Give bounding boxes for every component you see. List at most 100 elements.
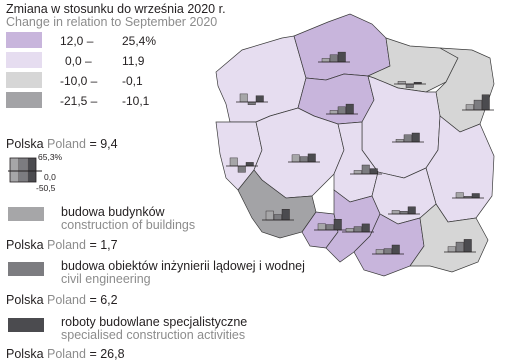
bar-group-lodzkie <box>350 164 382 175</box>
poland-total-pl: Polska <box>6 137 44 151</box>
bar-malopolskie-2 <box>391 244 400 255</box>
bar-group-dolnoslaskie <box>262 208 294 221</box>
class-swatch-1 <box>6 32 42 48</box>
bar-lodzkie-0 <box>353 170 362 175</box>
bar-zachodniopomorskie-0 <box>239 93 248 103</box>
bar-podkarpackie-2 <box>463 239 472 253</box>
series-total-buildings-pl: Polska <box>6 238 44 252</box>
bar-opolskie-0 <box>317 223 326 231</box>
class-high-3: -0,1 <box>122 74 143 88</box>
bar-lubelskie-0 <box>455 192 464 199</box>
bar-warminsko-mazurskie-1 <box>405 83 414 88</box>
class-swatch-3 <box>6 72 42 88</box>
series-total-specialised-en: Poland <box>47 347 86 361</box>
region-podkarpackie <box>409 203 489 273</box>
region-mazowieckie <box>361 75 441 179</box>
class-low-4: -21,5 – <box>60 94 98 108</box>
scale-zero: 0,0 <box>44 172 56 182</box>
bar-slaskie-0 <box>345 228 354 233</box>
bar-podlaskie-1 <box>473 99 482 111</box>
bar-group-pomorskie <box>318 51 350 63</box>
class-high-2: 11,9 <box>122 54 145 68</box>
bar-group-warminsko-mazurskie <box>394 81 426 88</box>
bar-group-lubelskie <box>452 192 484 199</box>
series-label-buildings-pl: budowa budynków <box>61 205 165 219</box>
poland-total-en: Poland <box>47 137 86 151</box>
bar-swietokrzyskie-2 <box>407 206 416 215</box>
bar-wielkopolskie-0 <box>291 154 300 163</box>
bar-opolskie-2 <box>333 218 342 231</box>
scale-max: 65,3% <box>38 152 63 162</box>
bar-dolnoslaskie-0 <box>265 210 274 221</box>
bar-swietokrzyskie-1 <box>399 211 408 215</box>
series-total-buildings: Polska Poland = 1,7 <box>6 238 118 252</box>
series-swatch-buildings <box>8 207 44 221</box>
region-zachodniopomorskie <box>215 35 307 123</box>
bar-lubuskie-2 <box>245 162 254 167</box>
bar-lodzkie-2 <box>369 168 378 175</box>
bar-warminsko-mazurskie-0 <box>397 81 406 85</box>
class-swatch-4 <box>6 92 42 108</box>
series-total-civil-value: = 6,2 <box>89 293 118 307</box>
class-low-2: 0,0 – <box>65 54 92 68</box>
bar-pomorskie-0 <box>321 58 330 63</box>
bar-group-podkarpackie <box>444 239 476 253</box>
bar-podlaskie-2 <box>481 94 490 111</box>
bar-mazowieckie-0 <box>395 139 404 143</box>
series-total-buildings-value: = 1,7 <box>89 238 118 252</box>
bar-dolnoslaskie-2 <box>281 208 290 221</box>
bar-lubuskie-0 <box>229 157 238 167</box>
bar-group-kujawsko-pomorskie <box>326 103 358 115</box>
bar-podlaskie-0 <box>465 104 474 111</box>
class-low-1: 12,0 – <box>60 34 94 48</box>
series-total-civil-pl: Polska <box>6 293 44 307</box>
bar-lodzkie-1 <box>361 164 370 175</box>
bar-slaskie-1 <box>353 226 362 233</box>
series-total-buildings-en: Poland <box>47 238 86 252</box>
bar-group-opolskie <box>314 218 346 231</box>
bar-podkarpackie-0 <box>447 246 456 253</box>
bar-group-wielkopolskie <box>288 153 320 163</box>
bar-dolnoslaskie-1 <box>273 214 282 221</box>
bar-malopolskie-1 <box>383 248 392 255</box>
bar-group-mazowieckie <box>392 132 424 143</box>
series-label-specialised-en: specialised construction activities <box>61 328 246 342</box>
series-total-specialised-value: = 26,8 <box>89 347 125 361</box>
class-low-3: -10,0 – <box>60 74 98 88</box>
bar-malopolskie-0 <box>375 249 384 255</box>
bar-zachodniopomorskie-2 <box>255 95 264 103</box>
bar-scale-icon <box>8 157 42 183</box>
poland-total: Polska Poland = 9,4 <box>6 137 118 151</box>
bar-kujawsko-pomorskie-2 <box>345 103 354 115</box>
bar-kujawsko-pomorskie-1 <box>337 106 346 115</box>
class-high-1: 25,4% <box>122 34 157 48</box>
series-label-civil-pl: budowa obiektów inżynierii lądowej i wod… <box>61 259 305 273</box>
map-title-pl: Zmiana w stosunku do września 2020 r. <box>6 2 226 16</box>
bar-swietokrzyskie-0 <box>391 210 400 215</box>
bar-lubuskie-1 <box>237 165 246 173</box>
class-swatch-2 <box>6 52 42 68</box>
series-total-specialised: Polska Poland = 26,8 <box>6 347 125 361</box>
bar-mazowieckie-1 <box>403 134 412 143</box>
bar-mazowieckie-2 <box>411 132 420 143</box>
bar-zachodniopomorskie-1 <box>247 101 256 105</box>
series-swatch-specialised <box>8 318 44 332</box>
scale-min: -50,5 <box>36 183 56 193</box>
bar-slaskie-2 <box>361 223 370 233</box>
bar-podkarpackie-1 <box>455 241 464 253</box>
series-swatch-civil <box>8 262 44 276</box>
bar-pomorskie-1 <box>329 54 338 63</box>
bar-group-lubuskie <box>226 157 258 173</box>
series-total-specialised-pl: Polska <box>6 347 44 361</box>
bar-group-slaskie <box>342 223 374 233</box>
series-label-specialised-pl: roboty budowlane specjalistyczne <box>61 315 248 329</box>
series-total-civil-en: Poland <box>47 293 86 307</box>
bar-group-malopolskie <box>372 244 404 255</box>
bar-wielkopolskie-1 <box>299 156 308 163</box>
region-pomorskie <box>293 13 391 81</box>
class-high-4: -10,1 <box>122 94 150 108</box>
bar-wielkopolskie-2 <box>307 153 316 163</box>
series-total-civil: Polska Poland = 6,2 <box>6 293 118 307</box>
poland-total-value: = 9,4 <box>89 137 118 151</box>
